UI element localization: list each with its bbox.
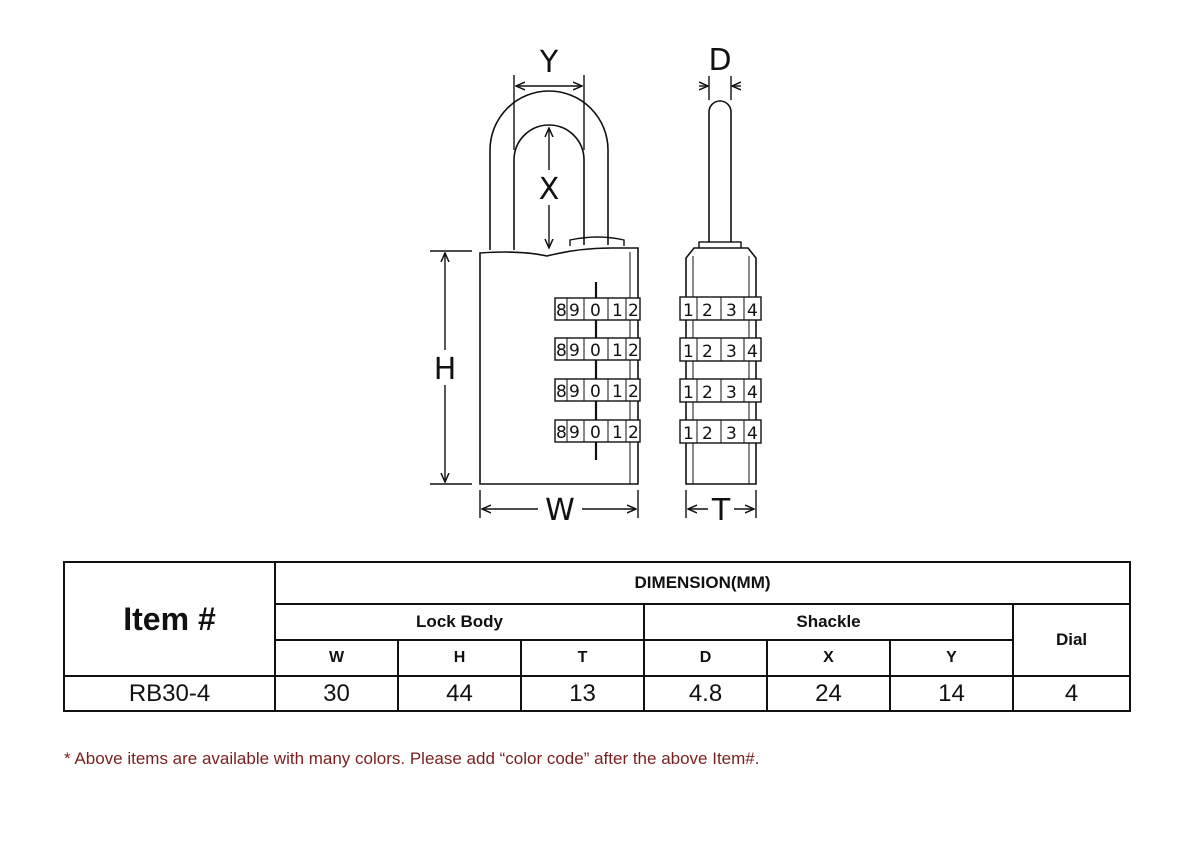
front-dial-1: 8 9 0 1 2 — [554, 297, 641, 321]
svg-text:4: 4 — [747, 301, 758, 321]
dimension-d: D — [699, 43, 741, 100]
svg-text:4: 4 — [747, 342, 758, 362]
svg-text:2: 2 — [628, 382, 639, 402]
svg-text:9: 9 — [569, 423, 580, 443]
dimension-table: Item # DIMENSION(MM) Lock Body Shackle D… — [63, 561, 1132, 712]
color-code-note: * Above items are available with many co… — [64, 749, 760, 768]
side-shackle — [708, 100, 732, 244]
column-header-t: T — [520, 639, 645, 677]
x-value-cell: 24 — [766, 675, 891, 712]
label-y: Y — [539, 45, 559, 80]
table-row: RB30-4 30 44 13 4.8 24 14 4 — [63, 675, 1132, 712]
svg-text:2: 2 — [628, 301, 639, 321]
svg-text:3: 3 — [726, 424, 737, 444]
svg-text:8: 8 — [556, 341, 567, 361]
svg-text:8: 8 — [556, 382, 567, 402]
front-dial-4: 8 9 0 1 2 — [554, 419, 641, 443]
side-view: 1 2 3 4 1 2 3 4 1 2 3 4 1 2 3 4 — [679, 100, 762, 485]
y-value-cell: 14 — [889, 675, 1014, 712]
column-header-d: D — [643, 639, 768, 677]
front-view: 8 9 0 1 2 8 9 0 1 2 8 9 0 1 2 — [479, 90, 641, 485]
side-dial-4: 1 2 3 4 — [679, 419, 762, 444]
svg-text:1: 1 — [683, 383, 694, 403]
svg-text:0: 0 — [590, 382, 601, 402]
label-h: H — [434, 352, 457, 387]
w-value-cell: 30 — [274, 675, 399, 712]
t-value-cell: 13 — [520, 675, 645, 712]
item-header: Item # — [63, 561, 276, 677]
label-d: D — [708, 43, 731, 78]
side-dial-1: 1 2 3 4 — [679, 296, 762, 321]
svg-text:1: 1 — [612, 341, 623, 361]
svg-text:1: 1 — [612, 382, 623, 402]
svg-text:2: 2 — [702, 383, 713, 403]
padlock-dimension-diagram: 8 9 0 1 2 8 9 0 1 2 8 9 0 1 2 — [430, 43, 762, 528]
svg-text:1: 1 — [612, 423, 623, 443]
dial-value-cell: 4 — [1011, 675, 1132, 712]
svg-text:1: 1 — [683, 424, 694, 444]
side-lock-body — [685, 247, 757, 485]
svg-text:8: 8 — [556, 423, 567, 443]
h-value-cell: 44 — [397, 675, 522, 712]
dimension-y: Y — [513, 45, 585, 150]
svg-text:2: 2 — [702, 342, 713, 362]
svg-text:2: 2 — [628, 423, 639, 443]
side-dial-3: 1 2 3 4 — [679, 378, 762, 403]
column-header-y: Y — [889, 639, 1014, 677]
svg-text:8: 8 — [556, 301, 567, 321]
dimension-header: DIMENSION(MM) — [273, 561, 1132, 605]
svg-text:1: 1 — [683, 301, 694, 321]
svg-text:1: 1 — [683, 342, 694, 362]
dimension-w: W — [479, 490, 639, 528]
column-header-x: X — [766, 639, 891, 677]
front-dial-3: 8 9 0 1 2 — [554, 378, 641, 402]
svg-text:0: 0 — [590, 423, 601, 443]
label-x: X — [539, 172, 560, 207]
svg-text:9: 9 — [569, 341, 580, 361]
dimension-x: X — [539, 128, 560, 248]
svg-text:1: 1 — [612, 301, 623, 321]
svg-text:3: 3 — [726, 342, 737, 362]
svg-text:3: 3 — [726, 383, 737, 403]
label-w: W — [545, 493, 575, 528]
column-header-h: H — [397, 639, 522, 677]
svg-text:0: 0 — [590, 341, 601, 361]
svg-text:4: 4 — [747, 424, 758, 444]
shackle-header: Shackle — [643, 603, 1014, 641]
front-shackle — [489, 90, 609, 250]
svg-text:3: 3 — [726, 301, 737, 321]
d-value-cell: 4.8 — [643, 675, 768, 712]
svg-text:2: 2 — [702, 424, 713, 444]
dimension-h: H — [430, 250, 472, 485]
svg-text:9: 9 — [569, 382, 580, 402]
svg-text:4: 4 — [747, 383, 758, 403]
lock-body-header: Lock Body — [274, 603, 645, 641]
item-number-cell: RB30-4 — [63, 675, 276, 712]
svg-text:2: 2 — [628, 341, 639, 361]
side-dial-2: 1 2 3 4 — [679, 337, 762, 362]
svg-text:2: 2 — [702, 301, 713, 321]
dimension-t: T — [685, 490, 757, 528]
svg-text:9: 9 — [569, 301, 580, 321]
svg-text:0: 0 — [590, 301, 601, 321]
front-dial-2: 8 9 0 1 2 — [554, 337, 641, 361]
dial-header: Dial — [1011, 603, 1132, 677]
label-t: T — [711, 493, 731, 528]
column-header-w: W — [274, 639, 399, 677]
front-lock-body — [479, 247, 639, 485]
